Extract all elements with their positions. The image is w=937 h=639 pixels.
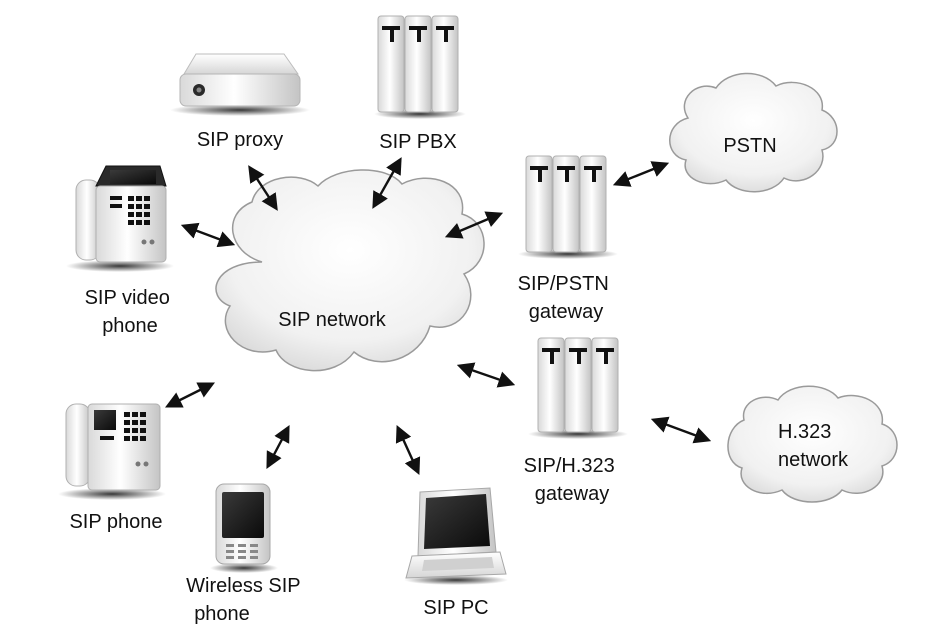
proxy-appliance-icon	[170, 53, 310, 116]
h323-network-label: H.323 network	[778, 421, 849, 471]
server-rack-icon	[528, 337, 628, 439]
sip-pstn-gateway-label-line1: SIP/PSTN	[518, 273, 609, 295]
sip-phone-label: SIP phone	[69, 511, 162, 533]
link-arrows	[164, 157, 712, 476]
sip-network-label: SIP network	[278, 309, 386, 331]
sip-video-phone-label: SIP video phone	[85, 287, 176, 337]
server-rack-icon	[374, 15, 466, 119]
wireless-handset-icon	[210, 483, 278, 573]
arrow-wireless-phone	[266, 425, 290, 469]
sip-h323-gateway-label-line1: SIP/H.323	[524, 455, 615, 477]
sip-h323-gateway-label-line2: gateway	[535, 483, 610, 505]
sip-network-cloud	[215, 169, 485, 372]
arrow-video-phone	[180, 222, 236, 248]
wireless-sip-phone-label-line2: phone	[194, 603, 250, 625]
h323-network-cloud	[727, 385, 898, 503]
h323-network-label-line1: H.323	[778, 421, 831, 443]
arrow-sip-phone	[164, 382, 216, 408]
arrow-h323-network	[650, 416, 712, 444]
sip-pstn-gateway-label-line2: gateway	[529, 301, 604, 323]
sip-pstn-gateway-label: SIP/PSTN gateway	[518, 273, 615, 323]
sip-h323-gateway-label: SIP/H.323 gateway	[524, 455, 621, 505]
arrow-proxy	[248, 165, 278, 211]
sip-video-phone-label-line1: SIP video	[85, 287, 170, 309]
desk-phone-icon	[66, 165, 174, 272]
pstn-cloud	[669, 72, 838, 193]
wireless-sip-phone-label: Wireless SIP phone	[186, 575, 306, 625]
sip-proxy-label: SIP proxy	[197, 129, 283, 151]
arrow-h323-gateway	[456, 362, 516, 388]
arrow-pbx	[372, 157, 402, 209]
pstn-label: PSTN	[723, 135, 776, 157]
arrow-sip-pc	[395, 424, 421, 476]
sip-pbx-label: SIP PBX	[379, 131, 456, 153]
sip-pc-label: SIP PC	[423, 597, 488, 619]
desk-phone-icon	[58, 403, 166, 500]
arrow-pstn-gateway	[444, 211, 504, 239]
server-rack-icon	[518, 155, 618, 259]
arrow-pstn	[612, 161, 670, 187]
laptop-icon	[404, 487, 508, 585]
wireless-sip-phone-label-line1: Wireless SIP	[186, 575, 300, 597]
h323-network-label-line2: network	[778, 449, 849, 471]
sip-video-phone-label-line2: phone	[102, 315, 158, 337]
